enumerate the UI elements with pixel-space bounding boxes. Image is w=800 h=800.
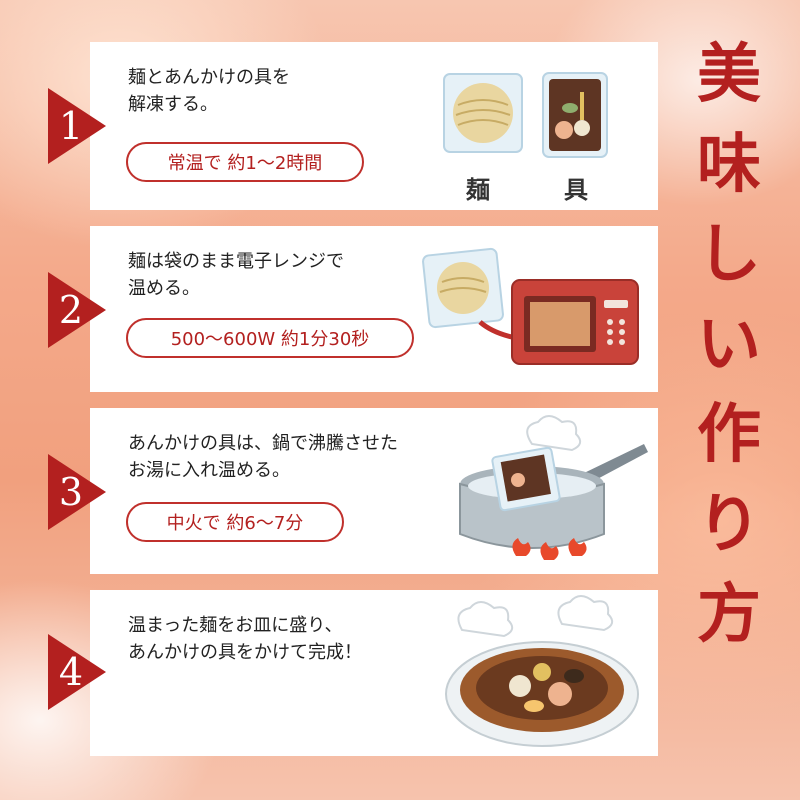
toppings-label: 具: [564, 176, 588, 204]
step-1-time-pill: 常温で 約1〜2時間: [126, 142, 364, 182]
step-3-text: あんかけの具は、鍋で沸騰させた お湯に入れ温める。: [128, 433, 398, 481]
step-card-1: 麺とあんかけの具を 解凍する。 常温で 約1〜2時間 麺 具: [90, 42, 658, 210]
step-card-2: 麺は袋のまま電子レンジで 温める。 500〜600W 約1分30秒: [90, 226, 658, 392]
toppings-pack-icon: [542, 72, 608, 158]
step-3-marker: [48, 454, 106, 530]
step-2-text: 麺は袋のまま電子レンジで 温める。: [128, 251, 344, 299]
step-card-3: あんかけの具は、鍋で沸騰させた お湯に入れ温める。 中火で 約6〜7分: [90, 408, 658, 574]
step-2-time-pill: 500〜600W 約1分30秒: [126, 318, 414, 358]
step-3-time-pill: 中火で 約6〜7分: [126, 502, 344, 542]
step-1-marker: [48, 88, 106, 164]
page-title: 美 味 し い 作 り 方: [674, 30, 784, 660]
step-card-4: 温まった麺をお皿に盛り、 あんかけの具をかけて完成！: [90, 590, 658, 756]
title-char: 美: [697, 37, 761, 112]
step-4-text: 温まった麺をお皿に盛り、 あんかけの具をかけて完成！: [128, 615, 362, 663]
step-1-text: 麺とあんかけの具を 解凍する。: [128, 67, 290, 115]
step-3-number: 3: [58, 470, 84, 514]
title-char: し: [697, 217, 761, 292]
title-char: 作: [697, 397, 761, 472]
step-4-marker: [48, 634, 106, 710]
title-char: い: [697, 307, 761, 382]
microwave-icon: [511, 279, 639, 365]
title-char: 味: [697, 127, 761, 202]
step-2-number: 2: [58, 288, 84, 332]
noodle-pack-icon: [422, 247, 504, 329]
step-2-marker: [48, 272, 106, 348]
pot-on-stove-icon: [459, 415, 648, 560]
finished-noodle-dish-icon: [445, 595, 639, 747]
noodle-pack-icon: [443, 73, 523, 153]
noodle-label: 麺: [466, 176, 490, 204]
title-char: 方: [697, 577, 761, 652]
title-char: り: [697, 487, 761, 562]
step-1-number: 1: [58, 104, 84, 148]
step-4-number: 4: [58, 650, 84, 694]
